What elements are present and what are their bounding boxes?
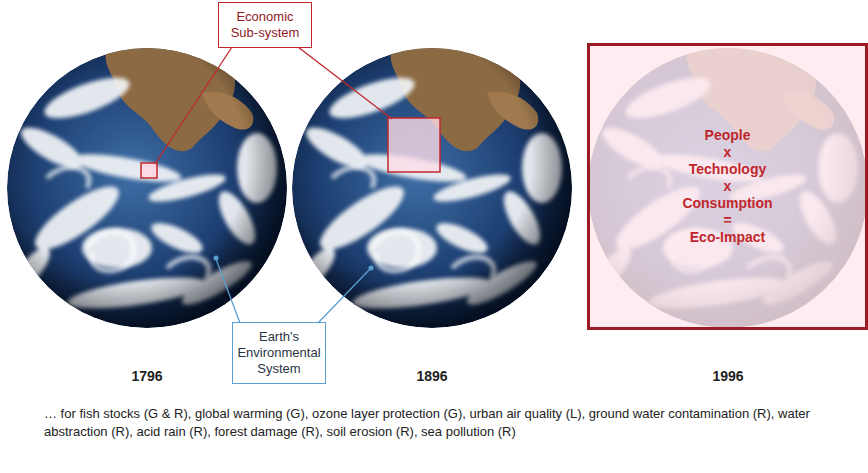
leader-line [155,47,232,164]
economy-square [141,163,157,178]
leader-dot [214,256,219,261]
leader-dot [369,266,374,271]
box-label: Economic Sub-system [223,9,307,41]
year-label: 1796 [107,368,187,384]
eco-impact-square: People x Technology x Consumption = Eco-… [587,43,868,330]
leader-line [318,268,371,323]
leader-line [216,259,240,323]
economy-square [388,118,440,172]
year-label: 1996 [688,368,768,384]
caption-text: … for fish stocks (G & R), global warmin… [44,405,834,441]
callout-box: Economic Sub-system [218,2,312,48]
earth-globe [7,48,287,328]
box-label: Earth's Environmental System [237,329,321,377]
earth-globe [292,48,572,328]
year-label: 1896 [392,368,472,384]
callout-box: Earth's Environmental System [232,322,326,384]
leader-line [298,47,392,119]
box-label: People x Technology x Consumption = Eco-… [668,127,788,246]
